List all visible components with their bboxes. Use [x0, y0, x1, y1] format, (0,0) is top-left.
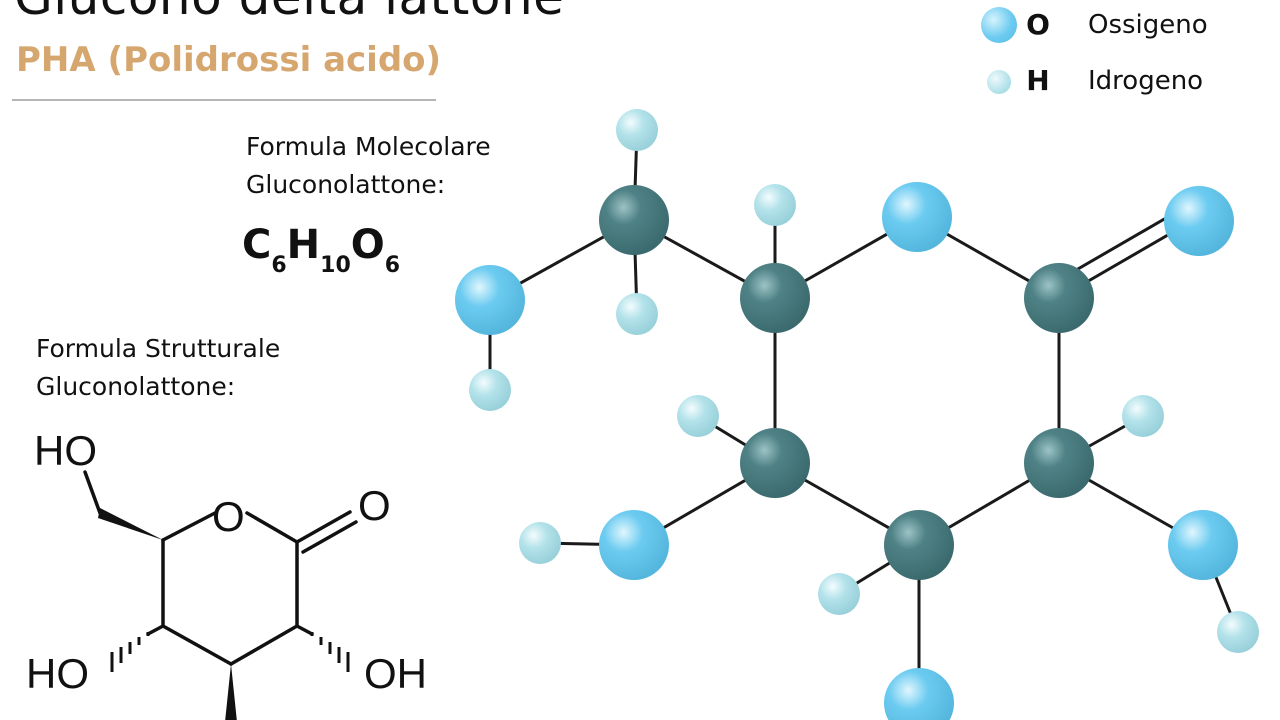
molecular-formula: C6H10O6 [242, 222, 400, 278]
legend-name: Ossigeno [1088, 9, 1208, 40]
formula-element: O [350, 222, 385, 268]
molecule-model-atoms [455, 109, 1259, 720]
ho-top-label: HO [34, 427, 97, 474]
structural-label-line2: Gluconolattone: [36, 372, 236, 401]
legend-name: Idrogeno [1088, 65, 1204, 96]
ring-oxygen-label: O [212, 493, 245, 540]
hydrogen-legend-dot [987, 70, 1011, 94]
hydrogen-atom [818, 573, 860, 615]
molecular-formula-label: Formula Molecolare Gluconolattone: [246, 128, 491, 204]
hydrogen-atom [754, 184, 796, 226]
formula-count: 10 [320, 253, 351, 278]
formula-element: H [286, 222, 321, 268]
oxygen-legend-dot [981, 7, 1017, 43]
oxygen-atom [884, 668, 954, 720]
wedge-bond [98, 508, 163, 540]
ho-bond [146, 624, 165, 636]
hashed-bond-left [110, 632, 150, 672]
oxygen-atom [882, 182, 952, 252]
legend-row-hydrogen: H Idrogeno [976, 64, 1203, 97]
formula-count: 6 [384, 253, 401, 278]
page-title: Glucono delta lattone [14, 0, 564, 26]
legend-symbol: H [1026, 64, 1050, 97]
carbon-atom [740, 428, 810, 498]
hydrogen-atom [519, 522, 561, 564]
wedge-bond [225, 664, 237, 720]
formula-element: C [242, 222, 272, 268]
molecular-label-line2: Gluconolattone: [246, 170, 446, 199]
title-divider [12, 99, 436, 101]
oxygen-atom [1168, 510, 1238, 580]
hydrogen-atom [677, 395, 719, 437]
hydrogen-atom [1122, 395, 1164, 437]
ring-bond [245, 511, 299, 544]
structural-formula-drawing [83, 470, 358, 666]
hydrogen-atom [616, 109, 658, 151]
hydrogen-atom [1217, 611, 1259, 653]
hydrogen-atom [616, 293, 658, 335]
oxygen-atom [599, 510, 669, 580]
hydrogen-atom [469, 369, 511, 411]
structural-label-line1: Formula Strutturale [36, 334, 281, 363]
molecular-label-line1: Formula Molecolare [246, 132, 491, 161]
atom-legend: O Ossigeno H Idrogeno [976, 0, 1276, 110]
ring-bond [229, 624, 299, 666]
page-subtitle: PHA (Polidrossi acido) [16, 40, 442, 80]
carbon-atom [884, 510, 954, 580]
oxygen-atom [1164, 186, 1234, 256]
oh-bond [295, 624, 314, 636]
ring-bond [161, 624, 233, 666]
oxygen-atom [455, 265, 525, 335]
ring-bond [161, 511, 217, 542]
ho-bond [83, 470, 102, 515]
hashed-bond-right [310, 632, 350, 672]
carbonyl-bond [301, 520, 358, 554]
oh-right-label: OH [364, 650, 427, 697]
legend-row-oxygen: O Ossigeno [976, 8, 1208, 41]
structural-formula-label: Formula Strutturale Gluconolattone: [36, 330, 280, 406]
legend-symbol: O [1026, 8, 1050, 41]
carbon-atom [740, 263, 810, 333]
carbon-atom [1024, 428, 1094, 498]
carbon-atom [599, 185, 669, 255]
carbonyl-oxygen-label: O [358, 482, 391, 529]
carbonyl-bond [295, 510, 352, 544]
ho-left-label: HO [26, 650, 89, 697]
carbon-atom [1024, 263, 1094, 333]
formula-count: 6 [271, 253, 287, 278]
